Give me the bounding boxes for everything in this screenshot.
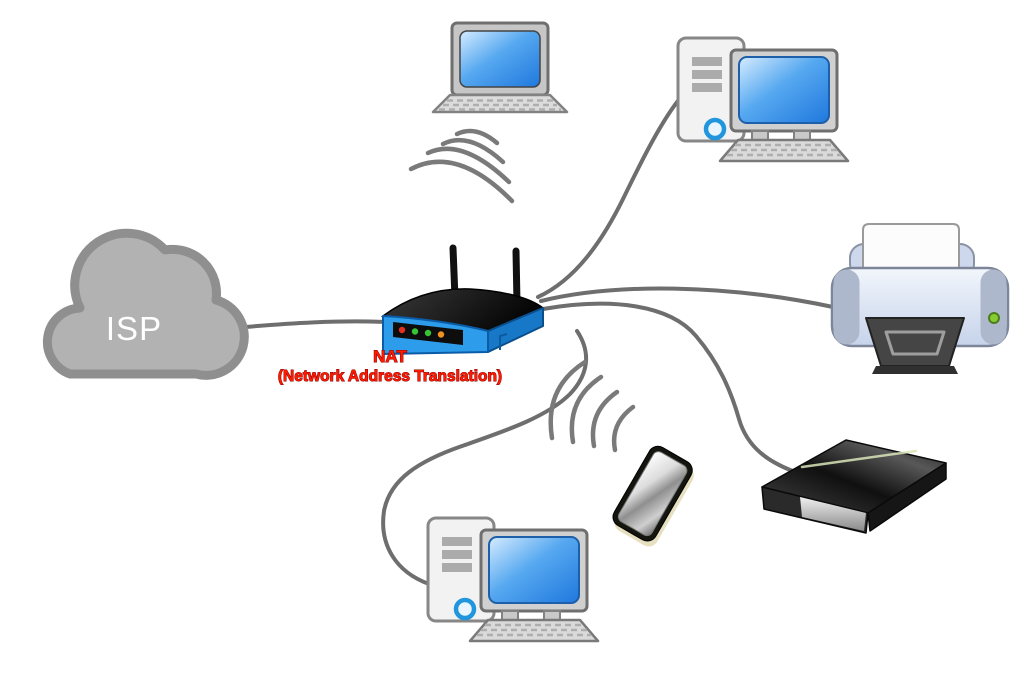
laptop	[431, 21, 569, 114]
wifi-waves-laptop	[408, 128, 515, 204]
wifi-wave	[454, 128, 500, 146]
wifi-wave	[590, 389, 620, 449]
laptop-keyboard-base	[431, 93, 569, 114]
router-side-notch	[499, 333, 508, 350]
cloud-shape	[42, 228, 249, 380]
isp-cloud: ISP	[42, 228, 249, 380]
desktop-computer-bottom	[428, 518, 598, 641]
cable-router-printer	[539, 286, 835, 309]
wifi-waves-smartphone	[548, 359, 636, 453]
scanner	[761, 439, 947, 534]
nat-label: NAT (Network Address Translation)	[277, 347, 502, 386]
printer-output-tray	[865, 317, 965, 367]
cable-router-desktop-bottom	[381, 329, 589, 586]
wifi-wave	[408, 159, 515, 204]
wifi-wave	[569, 374, 604, 445]
router-led	[398, 326, 406, 334]
desktop-computer-top	[678, 38, 848, 161]
smartphone-screen	[617, 451, 688, 537]
router-led	[424, 329, 432, 337]
wifi-wave	[548, 359, 588, 441]
printer-side-cap	[833, 269, 860, 345]
router-antenna	[512, 247, 521, 307]
printer	[830, 223, 1010, 374]
wifi-wave	[611, 404, 636, 453]
smartphone	[612, 445, 694, 547]
nat-title: NAT	[373, 347, 407, 366]
cable-router-scanner	[541, 301, 803, 476]
printer-led	[988, 312, 1000, 324]
nat-subtitle: (Network Address Translation)	[278, 368, 502, 385]
scanner-side-face	[867, 462, 947, 532]
scanner-front-silver-panel	[800, 497, 866, 531]
wifi-wave	[440, 137, 506, 165]
cable-router-desktop-top	[536, 95, 683, 299]
printer-tray-base	[872, 366, 958, 374]
wireless-router	[380, 244, 545, 355]
isp-label: ISP	[106, 310, 162, 347]
cable-isp-router	[232, 319, 388, 330]
scanner-scan-strip	[800, 449, 918, 469]
printer-side-cap	[980, 269, 1007, 345]
router-led	[437, 331, 445, 338]
router-led	[411, 328, 419, 335]
wifi-wave	[425, 146, 512, 185]
printer-output-tray-inner	[884, 330, 946, 356]
laptop-screen	[459, 30, 541, 88]
